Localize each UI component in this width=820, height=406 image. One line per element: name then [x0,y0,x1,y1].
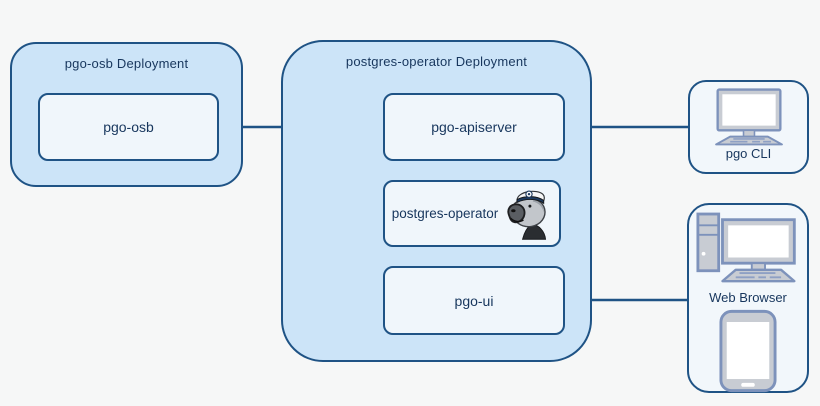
client-pgo-cli: pgo CLI [688,80,809,174]
node-pgo-ui: pgo-ui [383,266,565,335]
smartphone-icon [719,309,777,393]
node-postgres-operator: postgres-operator [383,180,561,247]
node-pgo-ui-label: pgo-ui [454,292,494,309]
node-pgo-osb: pgo-osb [38,93,219,161]
client-pgo-cli-label: pgo CLI [725,146,772,161]
client-web-browser-label: Web Browser [709,290,787,305]
node-pgo-osb-label: pgo-osb [103,119,154,135]
node-postgres-operator-label: postgres-operator [391,206,499,221]
client-web-browser: Web Browser [687,203,809,393]
hippo-mascot-icon [506,186,552,241]
pgo-osb-deployment-title: pgo-osb Deployment [64,56,189,71]
node-pgo-apiserver: pgo-apiserver [383,93,565,161]
desktop-computer-icon [696,212,800,286]
postgres-operator-deployment-title: postgres-operator Deployment [345,54,528,69]
node-pgo-apiserver-label: pgo-apiserver [431,119,517,135]
desktop-monitor-keyboard-icon [703,88,795,146]
